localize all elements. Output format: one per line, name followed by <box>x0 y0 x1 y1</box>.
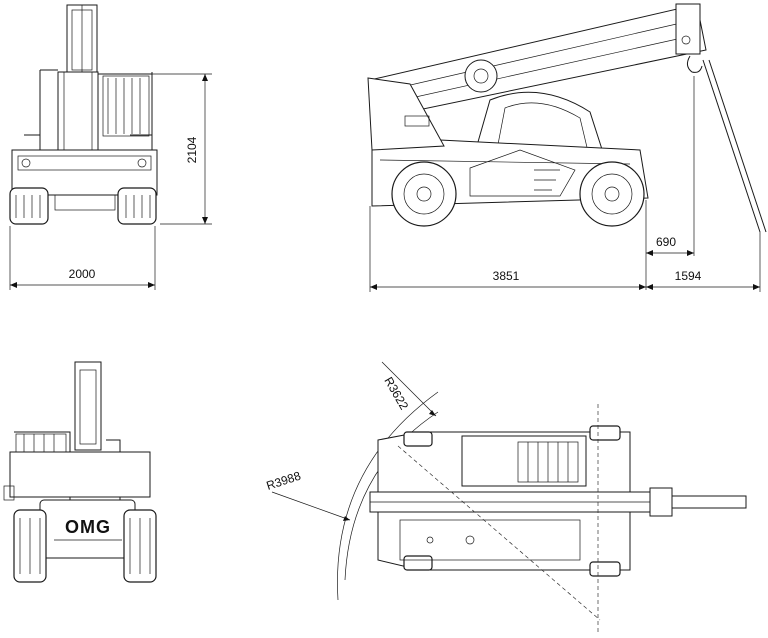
front-height-dimension: 2104 <box>150 73 212 225</box>
top-view: R3622 R3988 <box>265 361 747 632</box>
side-hook-offset-dimension: 690 <box>645 200 694 290</box>
front-width-dimension: 2000 <box>9 226 156 290</box>
front-view: 2000 2104 <box>9 4 212 290</box>
side-wheelbase-label: 3851 <box>493 269 520 283</box>
side-overhang-dimension: 1594 <box>646 232 761 292</box>
side-view: 690 3851 1594 <box>367 3 767 292</box>
top-radius-inner-label: R3622 <box>381 375 411 413</box>
front-height-label: 2104 <box>185 136 199 163</box>
front-width-label: 2000 <box>69 267 96 281</box>
top-radius-outer-label: R3988 <box>265 469 303 493</box>
side-hook-offset-label: 690 <box>656 235 676 249</box>
side-overhang-label: 1594 <box>675 269 702 283</box>
rear-view: OMG <box>3 361 157 583</box>
rear-brand-logo: OMG <box>65 517 111 537</box>
side-wheelbase-dimension: 3851 <box>369 206 646 292</box>
